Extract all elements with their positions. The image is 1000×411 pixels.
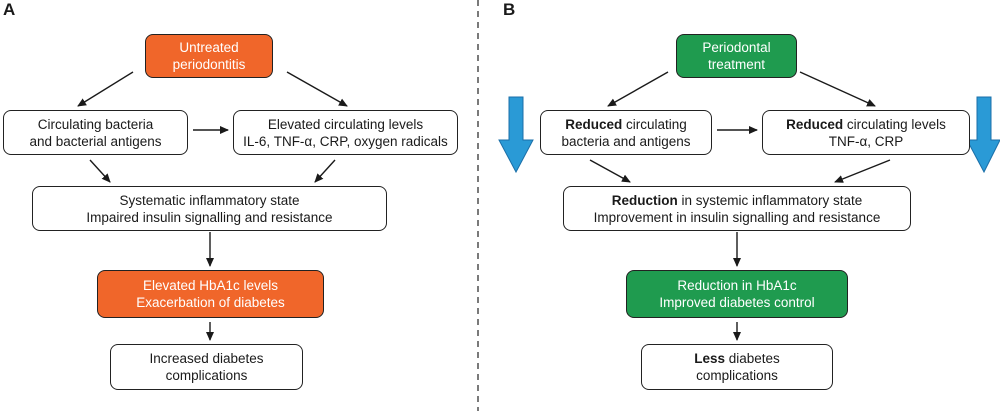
reduction-systemic-line2: Improvement in insulin signalling and re… [593, 209, 881, 225]
arrow-a-bacteria-to-systemic [89, 159, 111, 183]
untreated-periodontitis-box: Untreated periodontitis [145, 34, 273, 78]
arrow-b-treatment-to-bacteria [607, 71, 669, 107]
treatment-line2: treatment [707, 57, 766, 72]
complications-line1: Increased diabetes [149, 351, 264, 366]
complications-line2: complications [165, 368, 248, 383]
bacteria-line1: Circulating bacteria [37, 116, 154, 132]
reduced-bacteria-line1: Reduced circulating [565, 116, 687, 132]
blue-down-arrow-right [966, 96, 1000, 174]
panel-b-label: B [503, 0, 516, 19]
periodontal-treatment-box: Periodontal treatment [676, 34, 797, 78]
systemic-inflammatory-box: Systematic inflammatory state Impaired i… [32, 186, 387, 231]
treatment-line1: Periodontal [702, 40, 771, 55]
untreated-line2: periodontitis [172, 57, 246, 72]
reduced-levels-line1: Reduced circulating levels [786, 116, 946, 132]
arrow-a-levels-to-systemic [314, 159, 336, 183]
reduced-bacteria-box: Reduced circulating bacteria and antigen… [540, 110, 712, 155]
arrow-a-untreated-to-bacteria [77, 71, 134, 107]
reduced-levels-box: Reduced circulating levels TNF-α, CRP [762, 110, 970, 155]
reduction-systemic-box: Reduction in systemic inflammatory state… [563, 186, 911, 231]
arrow-b-levels-to-systemic [834, 159, 891, 183]
elevated-levels-box: Elevated circulating levels IL-6, TNF-α,… [233, 110, 458, 155]
less-complications-box: Less diabetes complications [641, 344, 833, 390]
systemic-line1: Systematic inflammatory state [119, 192, 300, 208]
circulating-bacteria-box: Circulating bacteria and bacterial antig… [3, 110, 188, 155]
reduction-hba1c-box: Reduction in HbA1c Improved diabetes con… [626, 270, 848, 318]
reduced-bacteria-line2: bacteria and antigens [561, 133, 691, 149]
reduction-systemic-line1: Reduction in systemic inflammatory state [611, 192, 863, 208]
reduced-levels-line2: TNF-α, CRP [828, 133, 904, 149]
less-complications-line1: Less diabetes [694, 351, 780, 366]
untreated-line1: Untreated [179, 40, 239, 55]
elevated-hba1c-box: Elevated HbA1c levels Exacerbation of di… [97, 270, 324, 318]
reduction-hba1c-line2: Improved diabetes control [659, 295, 815, 310]
bacteria-line2: and bacterial antigens [29, 133, 162, 149]
hba1c-line2: Exacerbation of diabetes [136, 295, 285, 310]
less-complications-line2: complications [696, 368, 778, 383]
arrow-a-untreated-to-levels [286, 71, 348, 107]
levels-line2: IL-6, TNF-α, CRP, oxygen radicals [243, 133, 448, 149]
blue-down-arrow-left [498, 96, 534, 174]
arrow-b-bacteria-to-systemic [589, 159, 631, 183]
levels-line1: Elevated circulating levels [267, 116, 424, 132]
reduction-hba1c-line1: Reduction in HbA1c [677, 278, 797, 293]
systemic-line2: Impaired insulin signalling and resistan… [86, 209, 333, 225]
panel-a-label: A [3, 0, 16, 19]
increased-complications-box: Increased diabetes complications [110, 344, 303, 390]
hba1c-line1: Elevated HbA1c levels [142, 278, 279, 293]
arrow-b-treatment-to-levels [799, 71, 876, 107]
